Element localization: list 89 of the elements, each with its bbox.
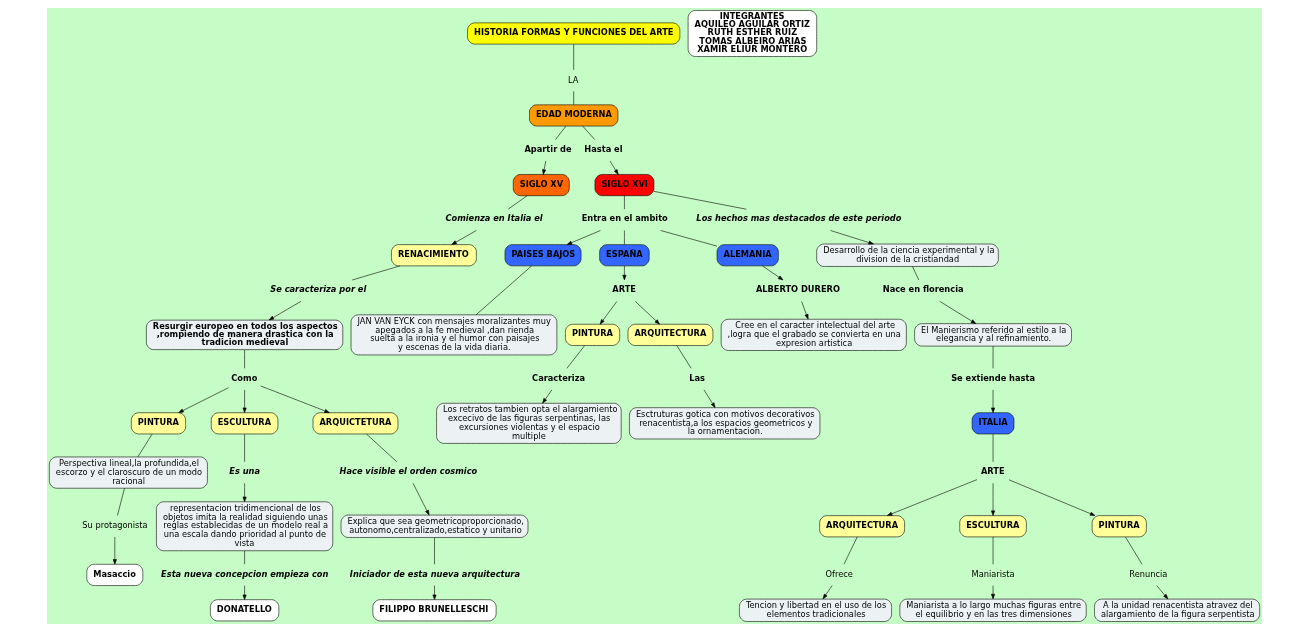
node-text: Las: [689, 372, 706, 383]
arrow: [887, 479, 978, 516]
arrow: [260, 385, 330, 413]
node-box: Masaccio: [86, 564, 144, 586]
node-text: Hasta el: [584, 143, 623, 154]
node-text: Esta nueva concepcion empieza con: [161, 568, 329, 579]
node-text: Se caracteriza por el: [270, 284, 367, 295]
node-text: Ofrece: [825, 569, 853, 580]
node-box: ITALIA: [971, 412, 1015, 435]
node-box: PINTURA: [131, 412, 186, 435]
node-box: Tencion y libertad en el uso de los elementos tradicionales: [739, 598, 892, 622]
node-box: FILIPPO BRUNELLESCHI: [372, 599, 497, 622]
arrow: [703, 389, 716, 408]
arrow: [412, 483, 430, 516]
node-box: ESCULTURA: [959, 515, 1027, 538]
arrow: [542, 160, 547, 175]
node-box: PAISES BAJOS: [504, 244, 582, 267]
node-box: JAN VAN EYCK con mensajes moralizantes muy apegados a la fe medieval ,dan rienda suelta a la ironia y el humor con paisajes y escenas de la vida diaria.: [350, 314, 558, 356]
node-text: Caracteriza: [532, 372, 586, 383]
node-text: Hace visible el orden cosmico: [339, 466, 478, 477]
node-text: Nace en florencia: [882, 284, 964, 295]
node-box: El Manierismo referido al estilo a la elegancia y al refinamiento.: [914, 323, 1072, 347]
node-box: representacion tridimencional de los objetos imita la realidad siguiendo unas reglas establecidas de un modelo real a una escala dando prioridad al punto de vista: [156, 501, 334, 552]
connector: [624, 230, 625, 245]
node-text: ARTE: [612, 284, 636, 295]
node-text: Apartir de: [524, 143, 572, 154]
arrow: [242, 483, 247, 502]
node-text: Los hechos mas destacados de este periodo: [696, 213, 902, 224]
node-text: Es una: [229, 466, 260, 477]
node-box: ARQUITECTURA: [627, 323, 714, 346]
arrow: [1008, 479, 1096, 516]
node-text: Se extiende hasta: [951, 372, 1035, 383]
arrow: [991, 483, 995, 516]
node-box: SIGLO XV: [512, 174, 570, 196]
node-box: ARQUICTETURA: [312, 412, 399, 435]
connector: [912, 266, 920, 281]
node-box: Esctruturas gotica con motivos decorativos renacentista,a los espacios geometricos y la ornamentacion.: [629, 407, 821, 440]
node-text: Renuncia: [1129, 569, 1168, 580]
node-text: LA: [568, 74, 579, 85]
arrow: [599, 301, 618, 325]
node-box: Resurgir europeo en todos los aspectos ,rompiendo de manera drastica con la tradicion medieval: [146, 319, 344, 350]
node-box: ALEMANIA: [716, 244, 779, 267]
node-text: Entra en el ambito: [581, 213, 668, 224]
arrow: [242, 585, 247, 600]
arrow: [635, 301, 660, 325]
node-box: RENACIMIENTO: [391, 244, 477, 267]
arrow: [939, 301, 977, 324]
node-box: Explica que sea geometricoproporcionado, autonomo,centralizado,estatico y unitario: [340, 514, 529, 538]
node-box: SIGLO XVI: [594, 174, 655, 196]
arrow: [1156, 585, 1169, 600]
arrow: [622, 265, 627, 281]
arrow: [178, 387, 229, 413]
node-text: Comienza en Italia el: [445, 213, 543, 224]
arrow: [242, 389, 247, 413]
node-box: ARQUITECTURA: [819, 515, 905, 538]
arrow: [991, 389, 995, 413]
node-text: ALBERTO DURERO: [755, 284, 840, 295]
node-box: ESCULTURA: [210, 412, 279, 435]
arrow: [432, 585, 437, 600]
node-text: Su protagonista: [82, 520, 148, 531]
arrow: [801, 301, 809, 320]
node-box: Desarrollo de la ciencia experimental y la division de la cristiandad: [816, 243, 999, 267]
node-text: Como: [231, 372, 258, 383]
connector: [475, 265, 532, 316]
node-box: Maniarista a lo largo muchas figuras entre el equilibrio y en las tres dimensiones: [899, 598, 1087, 622]
node-box: EDAD MODERNA: [529, 104, 619, 127]
node-text: Maniarista: [971, 569, 1015, 580]
node-text: Iniciador de esta nueva arquitectura: [349, 568, 520, 579]
arrow: [566, 230, 601, 245]
node-box: A la unidad renacentista atravez del alargamiento de la figura serpentista: [1094, 598, 1260, 622]
arrow: [268, 301, 302, 321]
arrow: [609, 160, 619, 175]
arrow: [830, 230, 874, 245]
node-box: Perspectiva lineal,la profundida,el escorzo y el claroscuro de un modo racional: [49, 456, 208, 489]
arrow: [822, 585, 833, 600]
node-box: HISTORIA FORMAS Y FUNCIONES DEL ARTE: [467, 22, 681, 45]
arrow: [991, 585, 995, 600]
node-box: INTEGRANTES AQUILEO AGUILAR ORTIZ RUTH ESTHER RUIZ TOMAS ALBEIRO ARIAS XAMIR ELIUR MONTERO: [687, 10, 817, 57]
node-text: ARTE: [980, 466, 1005, 477]
node-box: PINTURA: [1091, 515, 1147, 538]
arrow: [451, 230, 477, 245]
arrow: [542, 389, 553, 404]
arrow: [112, 536, 117, 565]
node-box: Cree en el caracter intelectual del arte ,logra que el grabado se convierta en una expresion artistica: [720, 318, 907, 351]
node-box: ESPAÑA: [599, 244, 650, 267]
arrow: [762, 265, 784, 281]
node-box: PINTURA: [565, 323, 620, 346]
node-box: DONATELLO: [210, 599, 280, 622]
node-box: Los retratos tambien opta el alargamiento excecivo de las figuras serpentinas, las excursiones violentas y el espacio multiple: [436, 403, 622, 444]
